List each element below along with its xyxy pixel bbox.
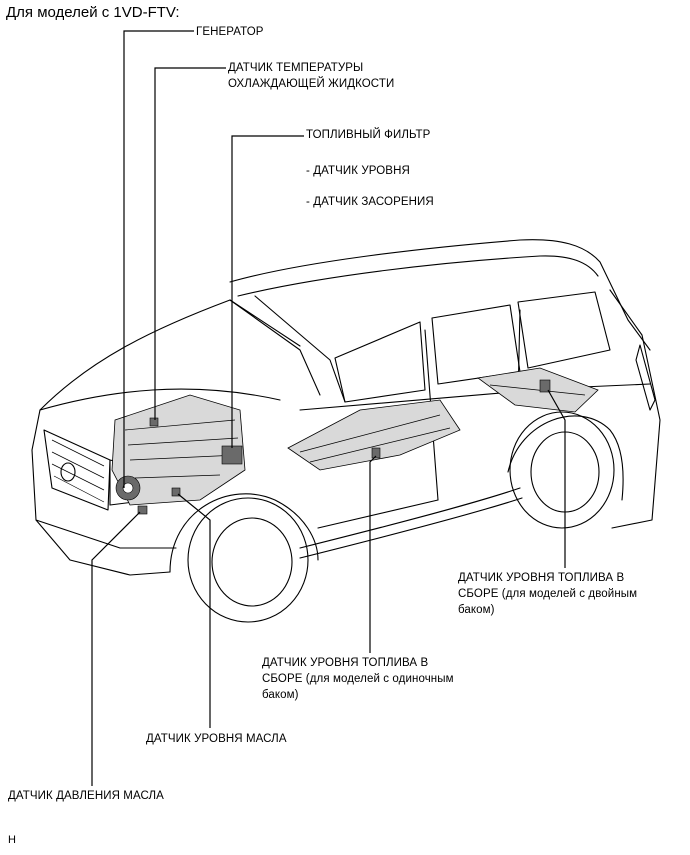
label-coolant-temp-line1: ДАТЧИК ТЕМПЕРАТУРЫ xyxy=(228,62,364,74)
leader-oil-level xyxy=(177,493,211,728)
leader-oil-pressure xyxy=(91,511,141,786)
fuel-level-sensor-double-part xyxy=(539,379,551,393)
leader-generator xyxy=(123,30,194,488)
label-fuel-filter: ТОПЛИВНЫЙ ФИЛЬТР xyxy=(306,129,431,141)
leader-coolant-temp xyxy=(154,67,226,420)
label-fuel-level-single-tank: ДАТЧИК УРОВНЯ ТОПЛИВА В СБОРЕ (для модел… xyxy=(262,655,454,703)
label-generator: ГЕНЕРАТОР xyxy=(196,26,264,38)
label-fuel-level-single-line1: ДАТЧИК УРОВНЯ ТОПЛИВА В xyxy=(262,657,429,669)
label-fuel-level-double-line3: баком) xyxy=(458,604,495,616)
label-coolant-temp-line2: ОХЛАЖДАЮЩЕЙ ЖИДКОСТИ xyxy=(228,78,395,90)
leader-fuel-level-double xyxy=(547,389,566,568)
label-level-sensor: - ДАТЧИК УРОВНЯ xyxy=(306,165,410,177)
label-oil-pressure-sensor: ДАТЧИК ДАВЛЕНИЯ МАСЛА xyxy=(8,790,164,802)
leader-fuel-filter xyxy=(231,135,304,448)
oil-level-sensor-part xyxy=(171,487,181,497)
fuel-tanks xyxy=(287,367,599,471)
page-heading: Для моделей с 1VD-FTV: xyxy=(6,4,180,21)
oil-pressure-sensor-part xyxy=(137,505,148,515)
leader-fuel-level-single xyxy=(369,455,377,653)
engine-assembly xyxy=(111,394,246,515)
leader-lines xyxy=(91,30,566,786)
fuel-filter-part xyxy=(221,445,243,465)
label-oil-level-sensor: ДАТЧИК УРОВНЯ МАСЛА xyxy=(146,733,287,745)
fuel-level-sensor-single-part xyxy=(371,447,381,459)
label-fuel-level-double-line1: ДАТЧИК УРОВНЯ ТОПЛИВА В xyxy=(458,572,625,584)
label-clog-sensor: - ДАТЧИК ЗАСОРЕНИЯ xyxy=(306,196,434,208)
label-fuel-level-single-line3: баком) xyxy=(262,689,299,701)
coolant-temp-sensor-part xyxy=(149,417,159,427)
main-fuel-tank xyxy=(287,399,461,471)
label-coolant-temp-sensor: ДАТЧИК ТЕМПЕРАТУРЫ ОХЛАЖДАЮЩЕЙ ЖИДКОСТИ xyxy=(228,60,394,92)
label-fuel-level-double-tank: ДАТЧИК УРОВНЯ ТОПЛИВА В СБОРЕ (для модел… xyxy=(458,570,637,618)
label-fuel-level-double-line2: СБОРЕ (для моделей с двойным xyxy=(458,588,638,600)
figure-code: H xyxy=(8,834,16,846)
label-fuel-level-single-line2: СБОРЕ (для моделей с одиночным xyxy=(262,673,454,685)
